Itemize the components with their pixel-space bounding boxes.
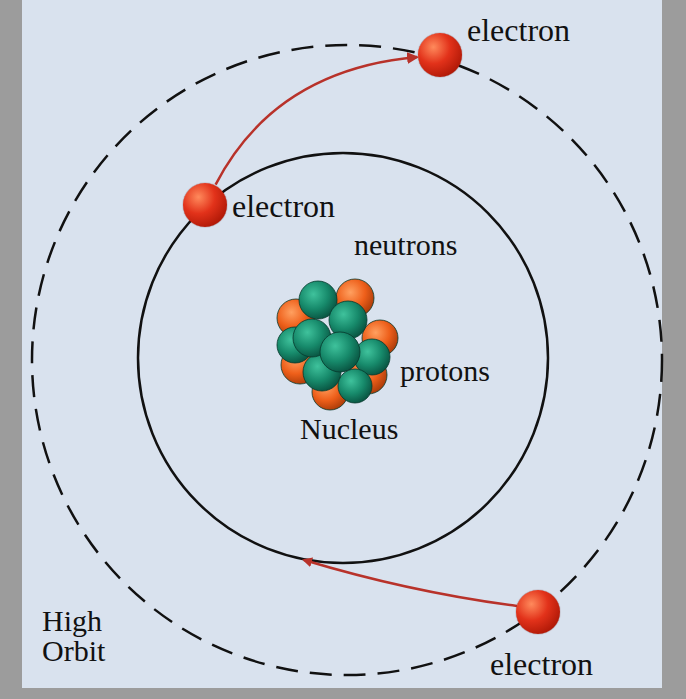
high-orbit	[32, 45, 662, 675]
part-label: Nucleus	[298, 414, 400, 444]
low-orbit	[138, 153, 548, 563]
part-label: protons	[398, 356, 492, 386]
electron-ball: electron	[418, 33, 462, 77]
nucleus-cluster	[277, 279, 398, 410]
electron-ball: electron	[183, 183, 227, 227]
part-label: neutrons	[352, 230, 459, 260]
part-label: High Orbit	[40, 606, 124, 666]
transition-arrow	[216, 57, 418, 184]
transition-arrow	[304, 560, 517, 606]
electron-label: electron	[465, 14, 572, 46]
electron-ball: electron	[516, 590, 560, 634]
electron-label: electron	[488, 648, 595, 680]
electron-label: electron	[230, 190, 337, 222]
